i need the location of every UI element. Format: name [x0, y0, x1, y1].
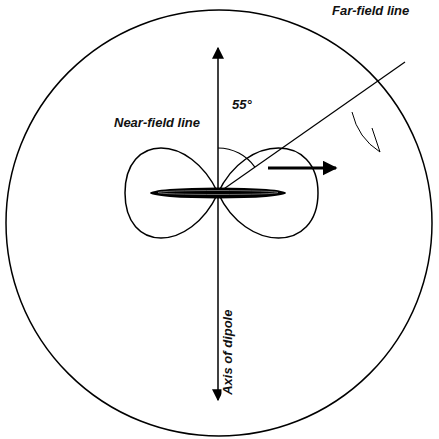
near-field-label: Near-field line	[112, 116, 202, 130]
angle-line	[218, 62, 405, 193]
axis-label: Axis of dipole	[222, 307, 236, 396]
field-arrow	[268, 167, 336, 170]
far-field-circle	[6, 10, 432, 436]
dipole-symbol	[150, 188, 286, 199]
angle-arc	[218, 148, 255, 167]
dipole-highlight	[158, 191, 278, 195]
angle-label: 55°	[230, 98, 254, 112]
dipole-axis	[217, 48, 219, 400]
far-field-line-segment	[352, 112, 380, 152]
near-field-loops	[125, 148, 318, 238]
far-field-label: Far-field line	[330, 4, 411, 18]
